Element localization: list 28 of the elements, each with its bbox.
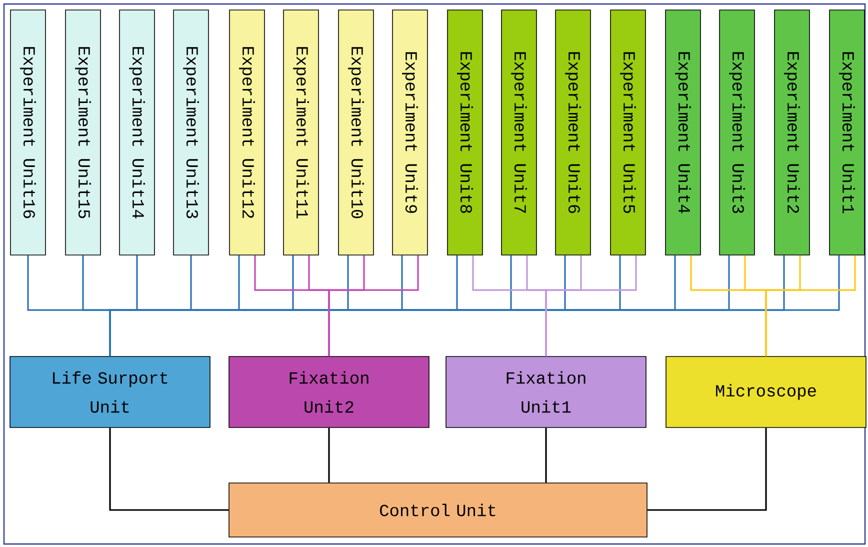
connector-line — [647, 428, 767, 511]
connector-line — [765, 255, 856, 356]
unit-box: Experiment Unit13 — [173, 10, 209, 256]
unit-box: Experiment Unit3 — [719, 10, 755, 256]
unit-box: Experiment Unit2 — [774, 10, 810, 256]
unit-box: Experiment Unit9 — [392, 10, 428, 256]
connector-line — [328, 255, 419, 356]
unit-box: Experiment Unit6 — [555, 10, 591, 256]
unit-box: Experiment Unit14 — [119, 10, 155, 256]
unit-box: Experiment Unit15 — [65, 10, 101, 256]
unit-box: Experiment Unit7 — [501, 10, 537, 256]
unit-box: Experiment Unit4 — [665, 10, 701, 256]
unit-box: Experiment Unit16 — [10, 10, 46, 256]
unit-box: Experiment Unit10 — [338, 10, 374, 256]
unit-box: Experiment Unit5 — [610, 10, 646, 256]
unit-box: Experiment Unit8 — [447, 10, 483, 256]
unit-box: Experiment Unit11 — [283, 10, 319, 256]
control-box: Control Unit — [228, 482, 648, 538]
module-box: Life Surport Unit — [10, 356, 210, 428]
connector-line — [328, 428, 330, 483]
unit-box: Experiment Unit12 — [229, 10, 265, 256]
module-box: Microscope — [666, 356, 866, 428]
module-box: Fixation Unit1 — [446, 356, 646, 428]
connector-line — [109, 428, 229, 511]
connector-line — [545, 428, 547, 483]
unit-box: Experiment Unit1 — [829, 10, 865, 256]
module-box: Fixation Unit2 — [228, 356, 430, 428]
connector-line — [545, 255, 637, 356]
